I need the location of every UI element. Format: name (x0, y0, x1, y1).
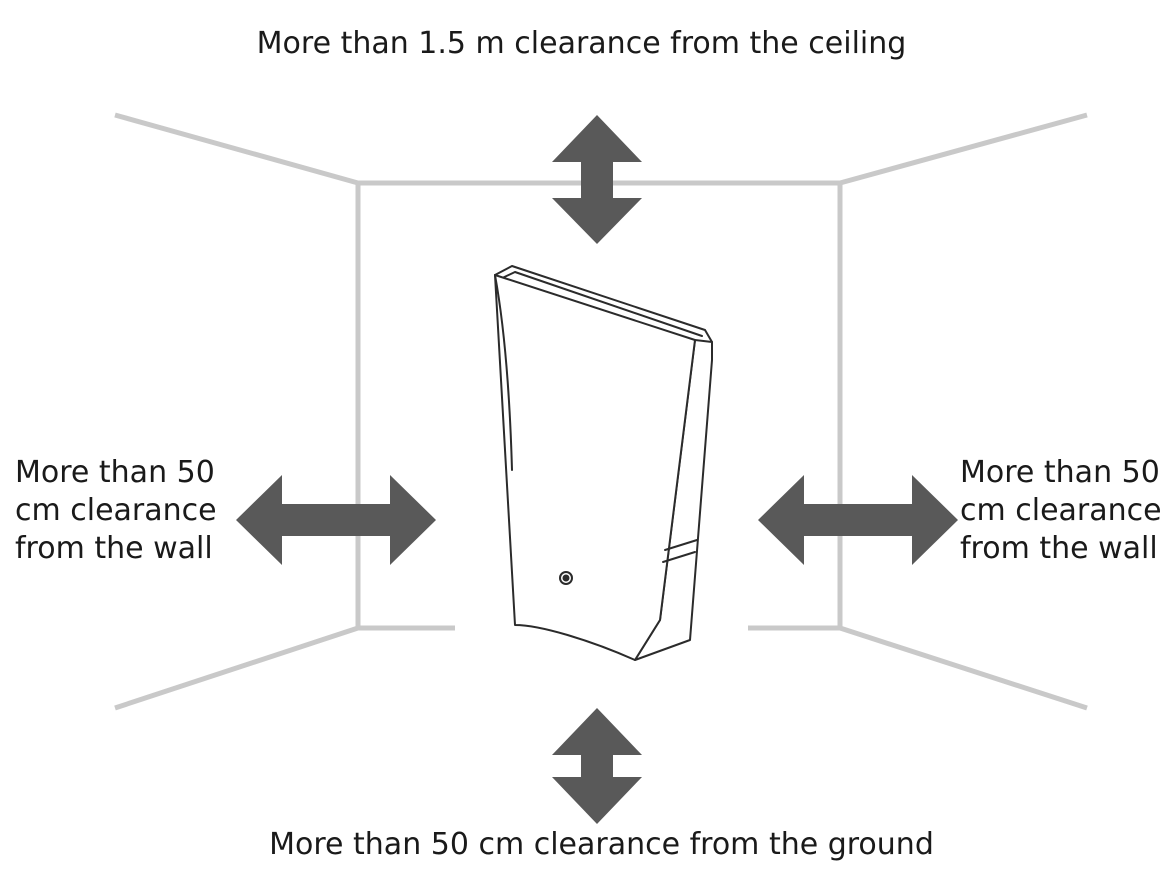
device-top-edge (494, 265, 713, 343)
device-front-curve (494, 274, 513, 471)
right-wall-label-line: More than 50 (960, 455, 1160, 490)
room-outline (114, 112, 1088, 711)
up-down-arrow-icon (552, 708, 642, 824)
ground-clearance-label: More than 50 cm clearance from the groun… (269, 827, 934, 862)
power-button-inner (562, 574, 570, 582)
device-side-notch-lower (662, 551, 696, 563)
left-wall-clearance-label: More than 50 cm clearance from the wall (15, 454, 245, 568)
device-front-face (494, 274, 696, 661)
floor-right-diagonal (839, 625, 1088, 711)
ceiling-clearance-label: More than 1.5 m clearance from the ceili… (256, 26, 907, 61)
left-wall-label-line: from the wall (15, 531, 213, 566)
up-down-arrow-icon (552, 115, 642, 244)
left-right-arrow-icon (236, 475, 436, 565)
ceiling-right-diagonal (839, 112, 1088, 186)
right-wall-label-line: cm clearance (960, 493, 1162, 528)
floor-left-diagonal (114, 625, 359, 711)
router-device-icon (494, 265, 713, 661)
ceiling-left-diagonal (114, 112, 359, 186)
right-wall-label-line: from the wall (960, 531, 1158, 566)
right-wall-clearance-label: More than 50 cm clearance from the wall (960, 454, 1170, 568)
left-wall-label-line: More than 50 (15, 455, 215, 490)
ground-clearance-arrow (552, 708, 642, 824)
ceiling-clearance-arrow (552, 115, 642, 244)
right-wall-clearance-arrow (758, 475, 958, 565)
left-wall-label-line: cm clearance (15, 493, 217, 528)
left-wall-clearance-arrow (236, 475, 436, 565)
device-side-notch (664, 539, 698, 551)
left-right-arrow-icon (758, 475, 958, 565)
